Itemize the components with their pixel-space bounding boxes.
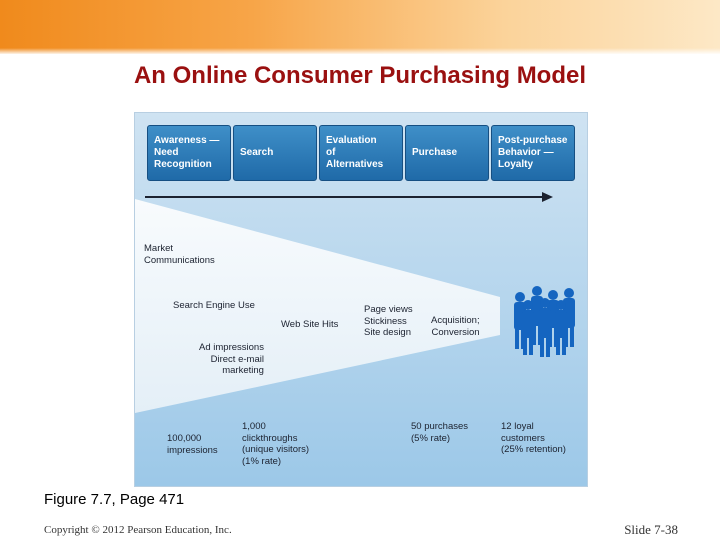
loyal-customers-metric: 12 loyal customers (25% retention) (501, 421, 566, 455)
process-arrow-head (542, 192, 553, 202)
figure-caption: Figure 7.7, Page 471 (44, 491, 185, 508)
stage-evaluation: Evaluation of Alternatives (319, 125, 403, 181)
stage-awareness-label: Awareness — Need Recognition (154, 135, 220, 170)
purchases-metric: 50 purchases (5% rate) (411, 421, 469, 444)
funnel-graphic (135, 192, 575, 413)
purchasing-model-figure: Awareness — Need Recognition Search Eval… (134, 112, 588, 487)
stage-post-purchase-label: Post-purchase Behavior — Loyalty (498, 135, 568, 170)
slide-title: An Online Consumer Purchasing Model (133, 62, 587, 89)
search-engine-use-label: Search Engine Use (173, 300, 255, 311)
page-views-label: Page views Stickiness Site design (364, 304, 413, 338)
stage-search-label: Search (240, 147, 274, 158)
acquisition-label: Acquisition; Conversion (431, 315, 480, 338)
stage-evaluation-label: Evaluation of Alternatives (326, 135, 384, 170)
stage-search: Search (233, 125, 317, 181)
stage-awareness: Awareness — Need Recognition (147, 125, 231, 181)
copyright-text: Copyright © 2012 Pearson Education, Inc. (44, 524, 232, 536)
clickthroughs-metric: 1,000 clickthroughs (unique visitors) (1… (242, 421, 310, 467)
web-site-hits-label: Web Site Hits (281, 319, 339, 330)
market-communications-label: Market Communications (144, 243, 215, 266)
slide-number: Slide 7-38 (624, 522, 678, 537)
people-group-icon (514, 286, 575, 357)
stage-purchase: Purchase (405, 125, 489, 181)
top-decorative-bar (0, 0, 720, 54)
ad-impressions-label: Ad impressions Direct e-mail marketing (199, 342, 264, 376)
impressions-metric: 100,000 impressions (167, 433, 218, 456)
stage-post-purchase: Post-purchase Behavior — Loyalty (491, 125, 575, 181)
stage-purchase-label: Purchase (412, 147, 458, 158)
funnel-shape (135, 199, 500, 413)
